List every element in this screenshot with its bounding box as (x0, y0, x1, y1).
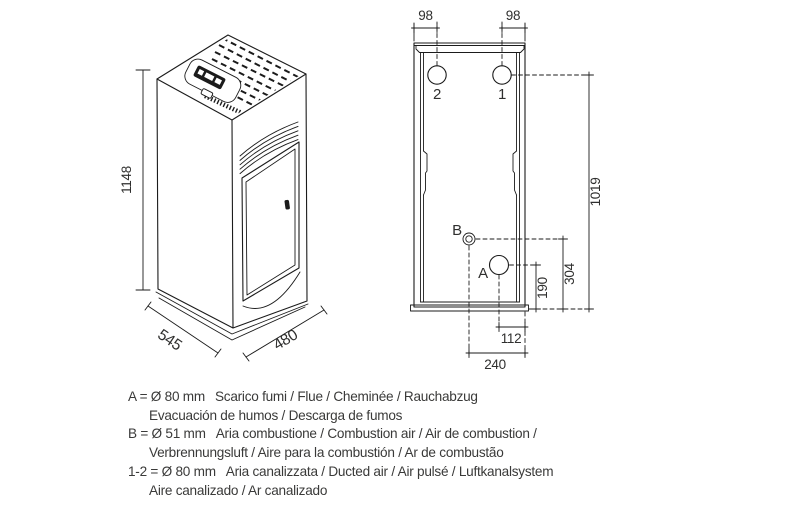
dim-duct-height-label: 1019 (588, 178, 603, 207)
dim-flue-height: 190 (509, 261, 550, 313)
dim-depth-label: 545 (154, 326, 184, 354)
base-plate (410, 304, 529, 312)
dim-comb-height: 304 (475, 235, 577, 313)
legend-text-2: Evacuación de humos / Descarga de fumos (149, 407, 403, 423)
stove-body (155, 34, 309, 341)
flue-outlet: A (478, 254, 510, 282)
legend-text: Aria canalizzata / Ducted air / Air puls… (225, 463, 554, 479)
dim-flue-offset: 112 (495, 274, 529, 346)
duct-outlet-1-label: 1 (498, 86, 506, 103)
combustion-air-label: B (452, 222, 462, 239)
dim-comb-offset-label: 240 (484, 357, 506, 372)
duct-outlet-2: 2 (427, 65, 447, 103)
dim-offset-left: 98 (411, 8, 440, 66)
legend-text-2: Aire canalizado / Ar canalizado (149, 482, 328, 498)
panel-notch (200, 88, 214, 99)
dim-offset-left-label: 98 (418, 8, 432, 23)
legend: A = Ø 80 mm Scarico fumi / Flue / Cheminé… (128, 388, 688, 500)
flue-label: A (478, 265, 488, 282)
dim-height-label: 1148 (119, 166, 134, 194)
legend-item-flue: A = Ø 80 mm Scarico fumi / Flue / Cheminé… (128, 388, 688, 425)
stove-rear-view: 2 1 B A 98 98 (410, 8, 603, 372)
right-notch (512, 150, 517, 196)
legend-key: B = Ø 51 mm (128, 426, 206, 442)
duct-outlet-1: 1 (492, 65, 512, 103)
dim-depth: 545 (144, 301, 222, 358)
legend-text: Scarico fumi / Flue / Cheminée / Rauchab… (214, 389, 478, 404)
legend-key: A = Ø 80 mm (128, 389, 205, 404)
legend-item-ducted-air: 1-2 = Ø 80 mm Aria canalizzata / Ducted a… (128, 463, 688, 500)
stove-isometric-view: 1148 (119, 34, 328, 362)
stove-door (241, 141, 301, 309)
dim-offset-right-label: 98 (506, 8, 520, 23)
dim-comb-height-label: 304 (562, 262, 577, 284)
control-panel (184, 58, 242, 103)
dim-width-label: 480 (271, 326, 302, 354)
duct-outlet-2-label: 2 (433, 86, 441, 103)
legend-item-combustion-air: B = Ø 51 mm Aria combustione / Combustion… (128, 425, 688, 462)
combustion-air-inlet: B (452, 222, 476, 246)
left-notch (423, 150, 428, 196)
dim-width: 480 (242, 305, 328, 362)
rear-frame (410, 42, 529, 312)
dim-offset-right: 98 (499, 8, 528, 66)
dim-height: 1148 (119, 69, 151, 291)
door-handle (284, 199, 290, 210)
legend-text: Aria combustione / Combustion air / Air … (215, 426, 537, 442)
dim-flue-offset-label: 112 (501, 331, 522, 346)
dim-comb-offset: 240 (465, 245, 529, 372)
front-slats (239, 121, 299, 175)
dim-flue-height-label: 190 (535, 277, 550, 299)
legend-text-2: Verbrennungsluft / Aire para la combusti… (149, 445, 504, 461)
dim-duct-height: 1019 (511, 71, 603, 313)
legend-key: 1-2 = Ø 80 mm (128, 463, 216, 479)
